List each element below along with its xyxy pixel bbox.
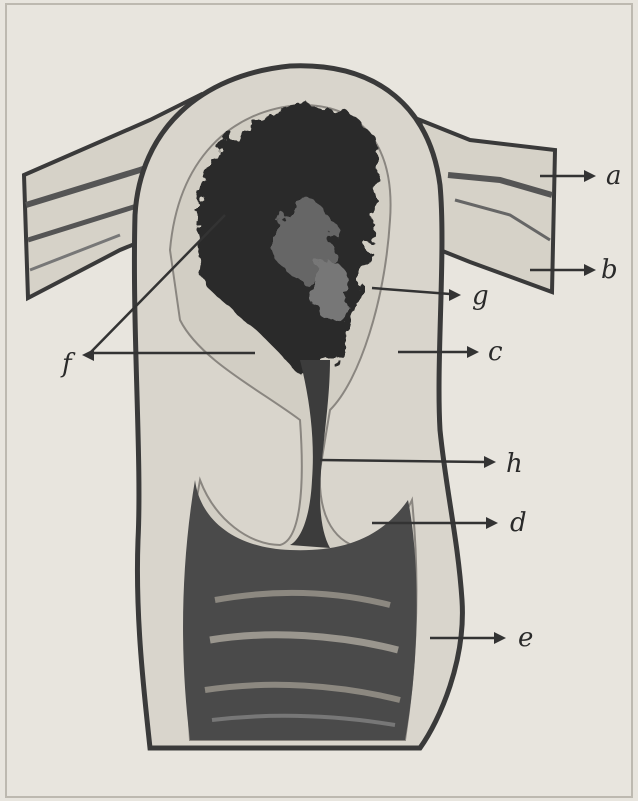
label-b: b — [601, 255, 618, 285]
label-d: d — [510, 508, 527, 538]
label-g: g — [472, 281, 489, 311]
label-f: f — [60, 349, 76, 379]
label-c: c — [488, 337, 503, 367]
label-h: h — [506, 449, 523, 479]
label-e: e — [518, 623, 533, 653]
label-a: a — [606, 161, 622, 191]
